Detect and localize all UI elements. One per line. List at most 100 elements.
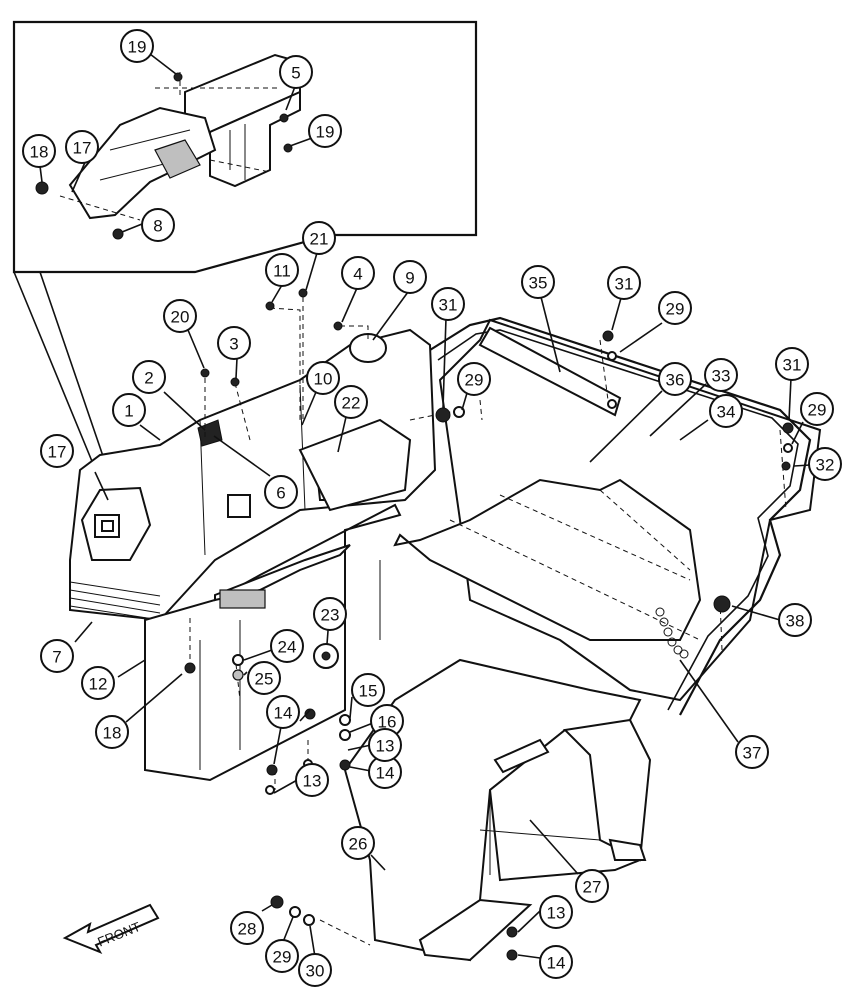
callout-number: 7 bbox=[52, 648, 61, 667]
callout-number: 11 bbox=[273, 262, 291, 281]
callout-c16: 16 bbox=[370, 704, 404, 738]
callout-c2: 2 bbox=[132, 360, 166, 394]
callout-circle bbox=[341, 826, 375, 860]
callout-circle bbox=[279, 55, 313, 89]
callout-c29a: 29 bbox=[658, 291, 692, 325]
callout-c13a: 13 bbox=[295, 763, 329, 797]
callout-number: 14 bbox=[547, 954, 566, 973]
callout-number: 37 bbox=[743, 744, 762, 763]
callout-c31a: 31 bbox=[607, 266, 641, 300]
callout-number: 4 bbox=[353, 265, 362, 284]
callout-circle bbox=[306, 361, 340, 395]
callout-c7: 7 bbox=[40, 639, 74, 673]
callout-c29b: 29 bbox=[457, 362, 491, 396]
callout-circle bbox=[230, 911, 264, 945]
callout-circle bbox=[298, 953, 332, 987]
callout-circle bbox=[120, 29, 154, 63]
callout-circle bbox=[800, 392, 834, 426]
callout-c8: 8 bbox=[141, 208, 175, 242]
callout-number: 23 bbox=[321, 606, 340, 625]
callout-number: 38 bbox=[786, 612, 805, 631]
callout-circle bbox=[341, 256, 375, 290]
callout-circle bbox=[521, 265, 555, 299]
callout-circle bbox=[539, 945, 573, 979]
callout-number: 17 bbox=[73, 139, 92, 158]
callout-c14a: 14 bbox=[266, 695, 300, 729]
callout-number: 13 bbox=[547, 904, 566, 923]
callout-number: 2 bbox=[144, 369, 153, 388]
callout-c25: 25 bbox=[247, 661, 281, 695]
callout-circle bbox=[40, 639, 74, 673]
callout-circle bbox=[265, 253, 299, 287]
callout-circle bbox=[735, 735, 769, 769]
callout-c29d: 29 bbox=[265, 939, 299, 973]
callout-number: 3 bbox=[229, 335, 238, 354]
callout-c3: 3 bbox=[217, 326, 251, 360]
callout-c35: 35 bbox=[521, 265, 555, 299]
callout-number: 15 bbox=[359, 682, 378, 701]
callout-c14c: 14 bbox=[539, 945, 573, 979]
callout-c28: 28 bbox=[230, 911, 264, 945]
callout-circle bbox=[457, 362, 491, 396]
callout-number: 24 bbox=[278, 638, 297, 657]
callout-number: 22 bbox=[342, 394, 361, 413]
callout-circle bbox=[393, 260, 427, 294]
callout-c19a: 19 bbox=[120, 29, 154, 63]
callout-c29c: 29 bbox=[800, 392, 834, 426]
callout-c21: 21 bbox=[302, 221, 336, 255]
callout-circle bbox=[95, 715, 129, 749]
callout-circle bbox=[81, 666, 115, 700]
callout-circle bbox=[264, 475, 298, 509]
callout-number: 13 bbox=[376, 737, 395, 756]
callout-circle bbox=[132, 360, 166, 394]
callout-circle bbox=[539, 895, 573, 929]
callout-circle bbox=[808, 447, 842, 481]
callout-circle bbox=[368, 728, 402, 762]
callout-c22: 22 bbox=[334, 385, 368, 419]
callout-circle bbox=[141, 208, 175, 242]
callout-number: 27 bbox=[583, 878, 602, 897]
callout-circle bbox=[22, 134, 56, 168]
callout-number: 29 bbox=[273, 948, 292, 967]
callout-number: 31 bbox=[615, 275, 634, 294]
front-arrow: FRONT bbox=[62, 903, 160, 954]
callout-c33: 33 bbox=[704, 358, 738, 392]
callout-c4: 4 bbox=[341, 256, 375, 290]
callout-circle bbox=[112, 393, 146, 427]
callout-circle bbox=[163, 299, 197, 333]
callout-c15: 15 bbox=[351, 673, 385, 707]
callout-number: 17 bbox=[48, 443, 67, 462]
callout-c13c: 13 bbox=[539, 895, 573, 929]
callout-c20: 20 bbox=[163, 299, 197, 333]
callout-c23: 23 bbox=[313, 597, 347, 631]
callout-c13b: 13 bbox=[368, 728, 402, 762]
callout-number: 9 bbox=[405, 269, 414, 288]
callout-circle bbox=[658, 291, 692, 325]
callout-c9: 9 bbox=[393, 260, 427, 294]
callout-circle bbox=[431, 287, 465, 321]
callout-number: 18 bbox=[103, 724, 122, 743]
callout-number: 25 bbox=[255, 670, 274, 689]
callout-circle bbox=[247, 661, 281, 695]
callout-c31c: 31 bbox=[775, 347, 809, 381]
callout-number: 6 bbox=[276, 484, 285, 503]
callout-c36: 36 bbox=[658, 362, 692, 396]
callout-number: 34 bbox=[717, 403, 736, 422]
callout-circle bbox=[266, 695, 300, 729]
callout-c17a: 17 bbox=[65, 130, 99, 164]
callout-c24: 24 bbox=[270, 629, 304, 663]
callout-c32: 32 bbox=[808, 447, 842, 481]
callout-number: 29 bbox=[808, 401, 827, 420]
callout-circle bbox=[658, 362, 692, 396]
callout-number: 29 bbox=[465, 371, 484, 390]
callout-number: 28 bbox=[238, 920, 257, 939]
callout-number: 13 bbox=[303, 772, 322, 791]
callout-circle bbox=[40, 434, 74, 468]
callout-number: 20 bbox=[171, 308, 190, 327]
leader-lines bbox=[39, 53, 811, 959]
callout-circle bbox=[270, 629, 304, 663]
callout-c31b: 31 bbox=[431, 287, 465, 321]
callout-circle bbox=[334, 385, 368, 419]
